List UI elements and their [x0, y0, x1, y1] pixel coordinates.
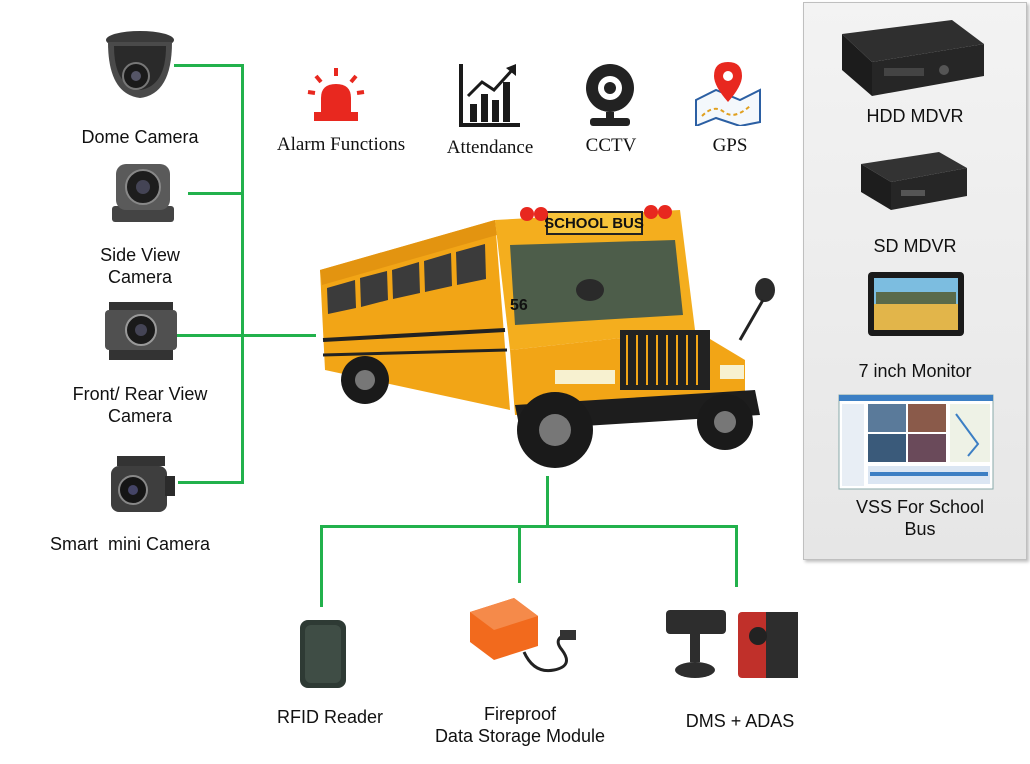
monitor-label: 7 inch Monitor: [858, 361, 972, 381]
fireproof-storage-icon: [470, 598, 576, 673]
monitor-icon: [868, 272, 964, 336]
webcam-icon: [586, 64, 634, 126]
dome-camera-icon: [106, 31, 174, 98]
connector-dms: [735, 525, 738, 587]
dms-adas-icon: [666, 610, 798, 678]
school-bus-image: SCHOOL BUS 56: [320, 205, 775, 468]
map-pin-icon: [695, 62, 761, 126]
connector-rfid: [320, 525, 323, 607]
vss-label: VSS For School Bus: [855, 497, 985, 539]
hdd-mdvr-label: HDD MDVR: [866, 106, 964, 126]
vss-software-icon: [838, 394, 994, 490]
front-rear-camera-icon: [105, 302, 177, 360]
connector-bottom-bar: [320, 525, 738, 528]
connector-trunk-left: [241, 64, 244, 484]
mini-camera-icon: [111, 456, 175, 512]
connector-dome: [174, 64, 244, 67]
alarm-functions-label: Alarm Functions: [276, 134, 406, 155]
dome-camera-label: Dome Camera: [81, 127, 199, 147]
front-rear-camera-label: Front/ Rear View Camera: [72, 384, 208, 426]
rfid-reader-icon: [300, 620, 346, 688]
alarm-siren-icon: [307, 68, 365, 121]
sd-mdvr-icon: [861, 152, 967, 210]
connector-storage: [518, 525, 521, 583]
connector-side: [188, 192, 244, 195]
bar-chart-icon: [459, 64, 520, 127]
sd-mdvr-label: SD MDVR: [873, 236, 957, 256]
bus-number: 56: [510, 297, 528, 314]
connector-bus-down: [546, 476, 549, 528]
hdd-mdvr-icon: [842, 20, 984, 96]
dms-adas-label: DMS + ADAS: [685, 711, 795, 731]
connector-front-rear: [176, 334, 316, 337]
bus-sign-text: SCHOOL BUS: [544, 215, 644, 232]
cctv-label: CCTV: [585, 135, 637, 156]
connector-mini: [178, 481, 244, 484]
side-view-camera-label: Side View Camera: [100, 245, 180, 287]
gps-label: GPS: [712, 135, 748, 156]
rfid-reader-label: RFID Reader: [276, 707, 384, 727]
mini-camera-label: Smart mini Camera: [49, 534, 211, 554]
fireproof-storage-label: Fireproof Data Storage Module: [434, 704, 606, 746]
side-view-camera-icon: [112, 164, 174, 222]
attendance-label: Attendance: [446, 137, 534, 158]
